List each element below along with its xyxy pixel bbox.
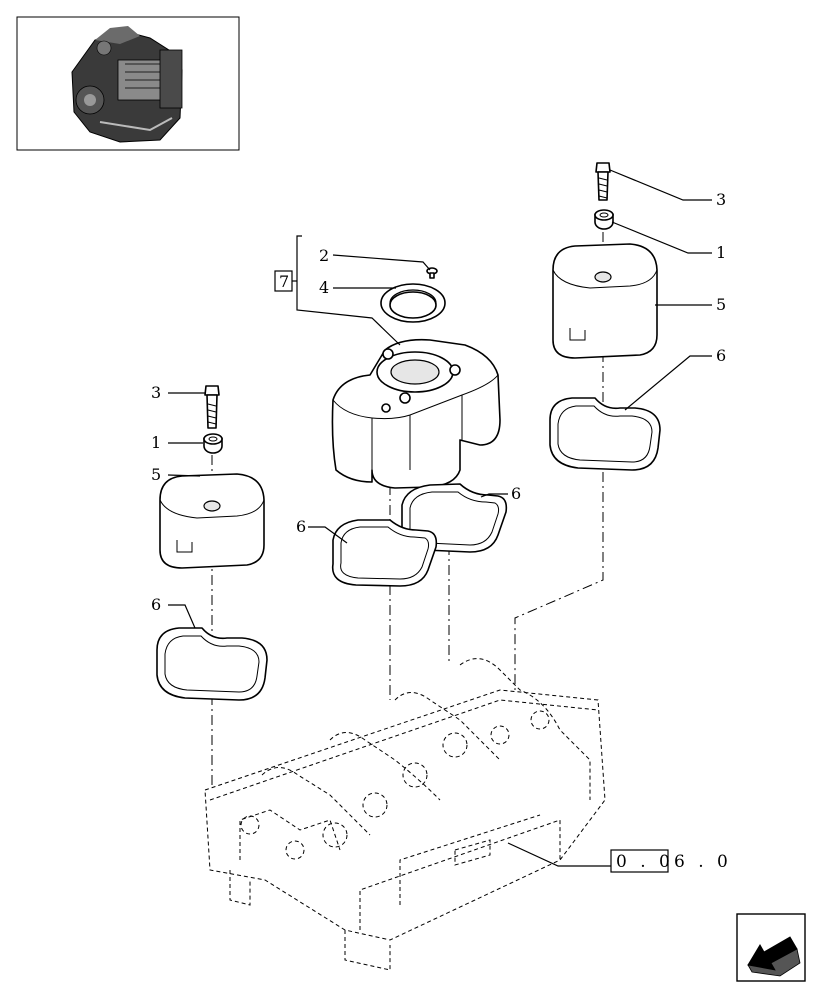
callout-2-center: 2	[319, 246, 329, 265]
callout-4-center: 4	[319, 278, 329, 297]
engine-thumbnail-icon	[71, 26, 183, 143]
gasket-right	[549, 397, 661, 471]
callout-6-center-right: 6	[511, 484, 521, 503]
oil-filler-seal	[380, 283, 446, 323]
reference-boxed-part: 0 . 0	[616, 852, 674, 872]
callout-5-left: 5	[151, 465, 161, 484]
washer-right	[594, 209, 614, 230]
callout-1-right: 1	[716, 243, 726, 262]
cylinder-head	[204, 658, 606, 971]
cover-left	[159, 473, 265, 569]
callout-5-right: 5	[716, 295, 726, 314]
bolt-right	[595, 162, 611, 201]
callout-3-right: 3	[716, 190, 726, 209]
gasket-center-left	[331, 519, 438, 587]
gasket-left	[156, 627, 268, 701]
callout-6-center-left: 6	[296, 517, 306, 536]
assembly-callout-label: 7	[279, 272, 289, 291]
cover-right	[552, 243, 658, 359]
callout-1-left: 1	[151, 433, 161, 452]
engine-thumbnail[interactable]	[16, 16, 240, 151]
assembly-callout-7[interactable]: 7	[274, 270, 297, 292]
leader-lines	[167, 169, 712, 867]
bolt-left	[204, 385, 220, 429]
screw-center	[426, 267, 438, 279]
next-page-arrow-icon[interactable]	[736, 913, 806, 982]
section-reference[interactable]: 0 . 0 6 . 0	[610, 849, 732, 873]
callout-3-left: 3	[151, 383, 161, 402]
reference-rest-part: 6 . 0	[674, 852, 732, 872]
callout-6-left: 6	[151, 595, 161, 614]
washer-left	[203, 433, 223, 454]
valve-cover-center	[331, 338, 501, 489]
callout-6-right: 6	[716, 346, 726, 365]
callouts: 3 1 5 6 2 4 6 6 3 1 5 6	[151, 190, 726, 614]
